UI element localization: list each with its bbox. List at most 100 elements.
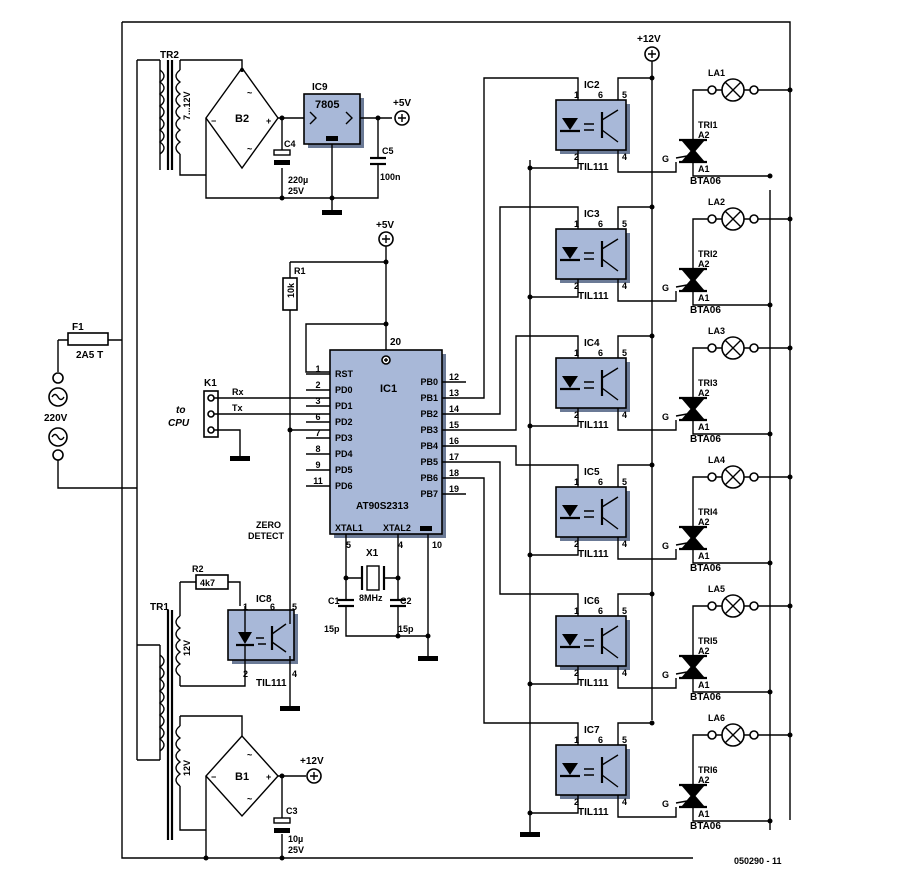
- lamp-label: LA6: [708, 713, 725, 723]
- svg-text:−: −: [211, 116, 216, 126]
- ic1-pin-name-pd6: PD6: [335, 481, 353, 491]
- triac-gate-label: G: [662, 670, 669, 680]
- supply-12v-top: +12V: [520, 34, 661, 837]
- optocoupler-ic4: [555, 357, 627, 409]
- ic1-pin-num-15: 15: [449, 420, 459, 430]
- opto-pin6: 6: [598, 219, 603, 229]
- ic1-pin-num-3: 3: [315, 396, 320, 406]
- lamp-label: LA5: [708, 584, 725, 594]
- triac-label: TRI5: [698, 636, 718, 646]
- ic9-part: 7805: [315, 99, 339, 111]
- k1-rx-label: Rx: [232, 387, 244, 397]
- c2-label: C2: [400, 596, 412, 606]
- ic1-pin-num-7: 7: [315, 428, 320, 438]
- ic8-part: TIL111: [256, 678, 287, 689]
- capacitor-c5: C5 100n: [332, 118, 401, 199]
- opto-pin4: 4: [622, 410, 627, 420]
- tr1-voltage1: 12V: [182, 640, 192, 656]
- tr2-voltage: 7...12V: [182, 91, 192, 120]
- c2-value: 15p: [398, 624, 414, 634]
- triac-a2-label: A2: [698, 517, 710, 527]
- zero-label: ZERO: [256, 520, 281, 530]
- opto-pin5: 5: [622, 348, 627, 358]
- opto-pin2: 2: [574, 797, 579, 807]
- capacitor-c4: C4 220µ 25V: [273, 115, 308, 201]
- f1-label: F1: [72, 322, 84, 333]
- ic1-pin-num-19: 19: [449, 484, 459, 494]
- opto-pin1: 1: [574, 606, 579, 616]
- ic1-pin-gnd: 10: [432, 540, 442, 550]
- optocoupler-ic3: [555, 228, 627, 280]
- svg-text:~: ~: [247, 794, 252, 804]
- transformer-tr2: TR2 7...12V: [158, 50, 243, 176]
- triac-label: TRI2: [698, 249, 718, 259]
- triac-a2-label: A2: [698, 388, 710, 398]
- opto-pin2: 2: [574, 668, 579, 678]
- opto-part: TIL111: [578, 291, 609, 302]
- opto-part: TIL111: [578, 678, 609, 689]
- transformer-tr1: TR1 12V 12V: [150, 582, 243, 840]
- c4-label: C4: [284, 139, 296, 149]
- c4-value: 220µ: [288, 175, 308, 185]
- triac-part: BTA06: [690, 305, 721, 316]
- to-label: to: [176, 405, 185, 416]
- c1-value: 15p: [324, 624, 340, 634]
- opto-pin2: 2: [574, 281, 579, 291]
- svg-text:+: +: [266, 116, 271, 126]
- opto-pin1: 1: [574, 348, 579, 358]
- r2-value: 4k7: [200, 578, 215, 588]
- ic1-pin-xtal2: 4: [398, 540, 403, 550]
- ic9-label: IC9: [312, 82, 328, 93]
- opto-pin1: 1: [574, 477, 579, 487]
- opto-part: TIL111: [578, 420, 609, 431]
- supply-12v-bottom: +12V: [300, 756, 324, 784]
- ic8-pin6: 6: [270, 602, 275, 612]
- ic1-xtal2-label: XTAL2: [383, 523, 411, 533]
- triac-part: BTA06: [690, 563, 721, 574]
- triac-label: TRI6: [698, 765, 718, 775]
- triac-a1-label: A1: [698, 680, 710, 690]
- x1-label: X1: [366, 548, 379, 559]
- optocoupler-ic5: [555, 486, 627, 538]
- x1-value: 8MHz: [359, 593, 383, 603]
- triac-a2-label: A2: [698, 775, 710, 785]
- ic1-pin-name-pb6: PB6: [420, 473, 438, 483]
- ic1-pin-name-pb1: PB1: [420, 393, 438, 403]
- triac-a1-label: A1: [698, 551, 710, 561]
- b2-label: B2: [235, 113, 249, 125]
- optocoupler-ic2: [555, 99, 627, 151]
- lamp-label: LA4: [708, 455, 725, 465]
- ic1-pin-num-11: 11: [313, 476, 323, 486]
- triac-label: TRI1: [698, 120, 718, 130]
- figure-code: 050290 - 11: [734, 856, 782, 866]
- triac-gate-label: G: [662, 541, 669, 551]
- opto-label: IC4: [584, 338, 600, 349]
- ic1-pin-name-pb0: PB0: [420, 377, 438, 387]
- svg-text:+: +: [266, 772, 271, 782]
- opto-pin4: 4: [622, 668, 627, 678]
- triac-part: BTA06: [690, 692, 721, 703]
- ic1-pin-vcc: 20: [390, 337, 402, 348]
- svg-text:~: ~: [247, 88, 252, 98]
- opto-pin5: 5: [622, 90, 627, 100]
- triac-label: TRI4: [698, 507, 718, 517]
- triac-part: BTA06: [690, 176, 721, 187]
- opto-pin4: 4: [622, 797, 627, 807]
- detect-label: DETECT: [248, 531, 285, 541]
- triac-a1-label: A1: [698, 809, 710, 819]
- opto-pin4: 4: [622, 539, 627, 549]
- c3-value: 10µ: [288, 834, 303, 844]
- ic1-pin-num-16: 16: [449, 436, 459, 446]
- resistor-r1: 10k R1: [282, 262, 306, 433]
- cpu-label: CPU: [168, 418, 190, 429]
- ic8-label: IC8: [256, 594, 272, 605]
- opto-pin2: 2: [574, 539, 579, 549]
- opto-pin1: 1: [574, 90, 579, 100]
